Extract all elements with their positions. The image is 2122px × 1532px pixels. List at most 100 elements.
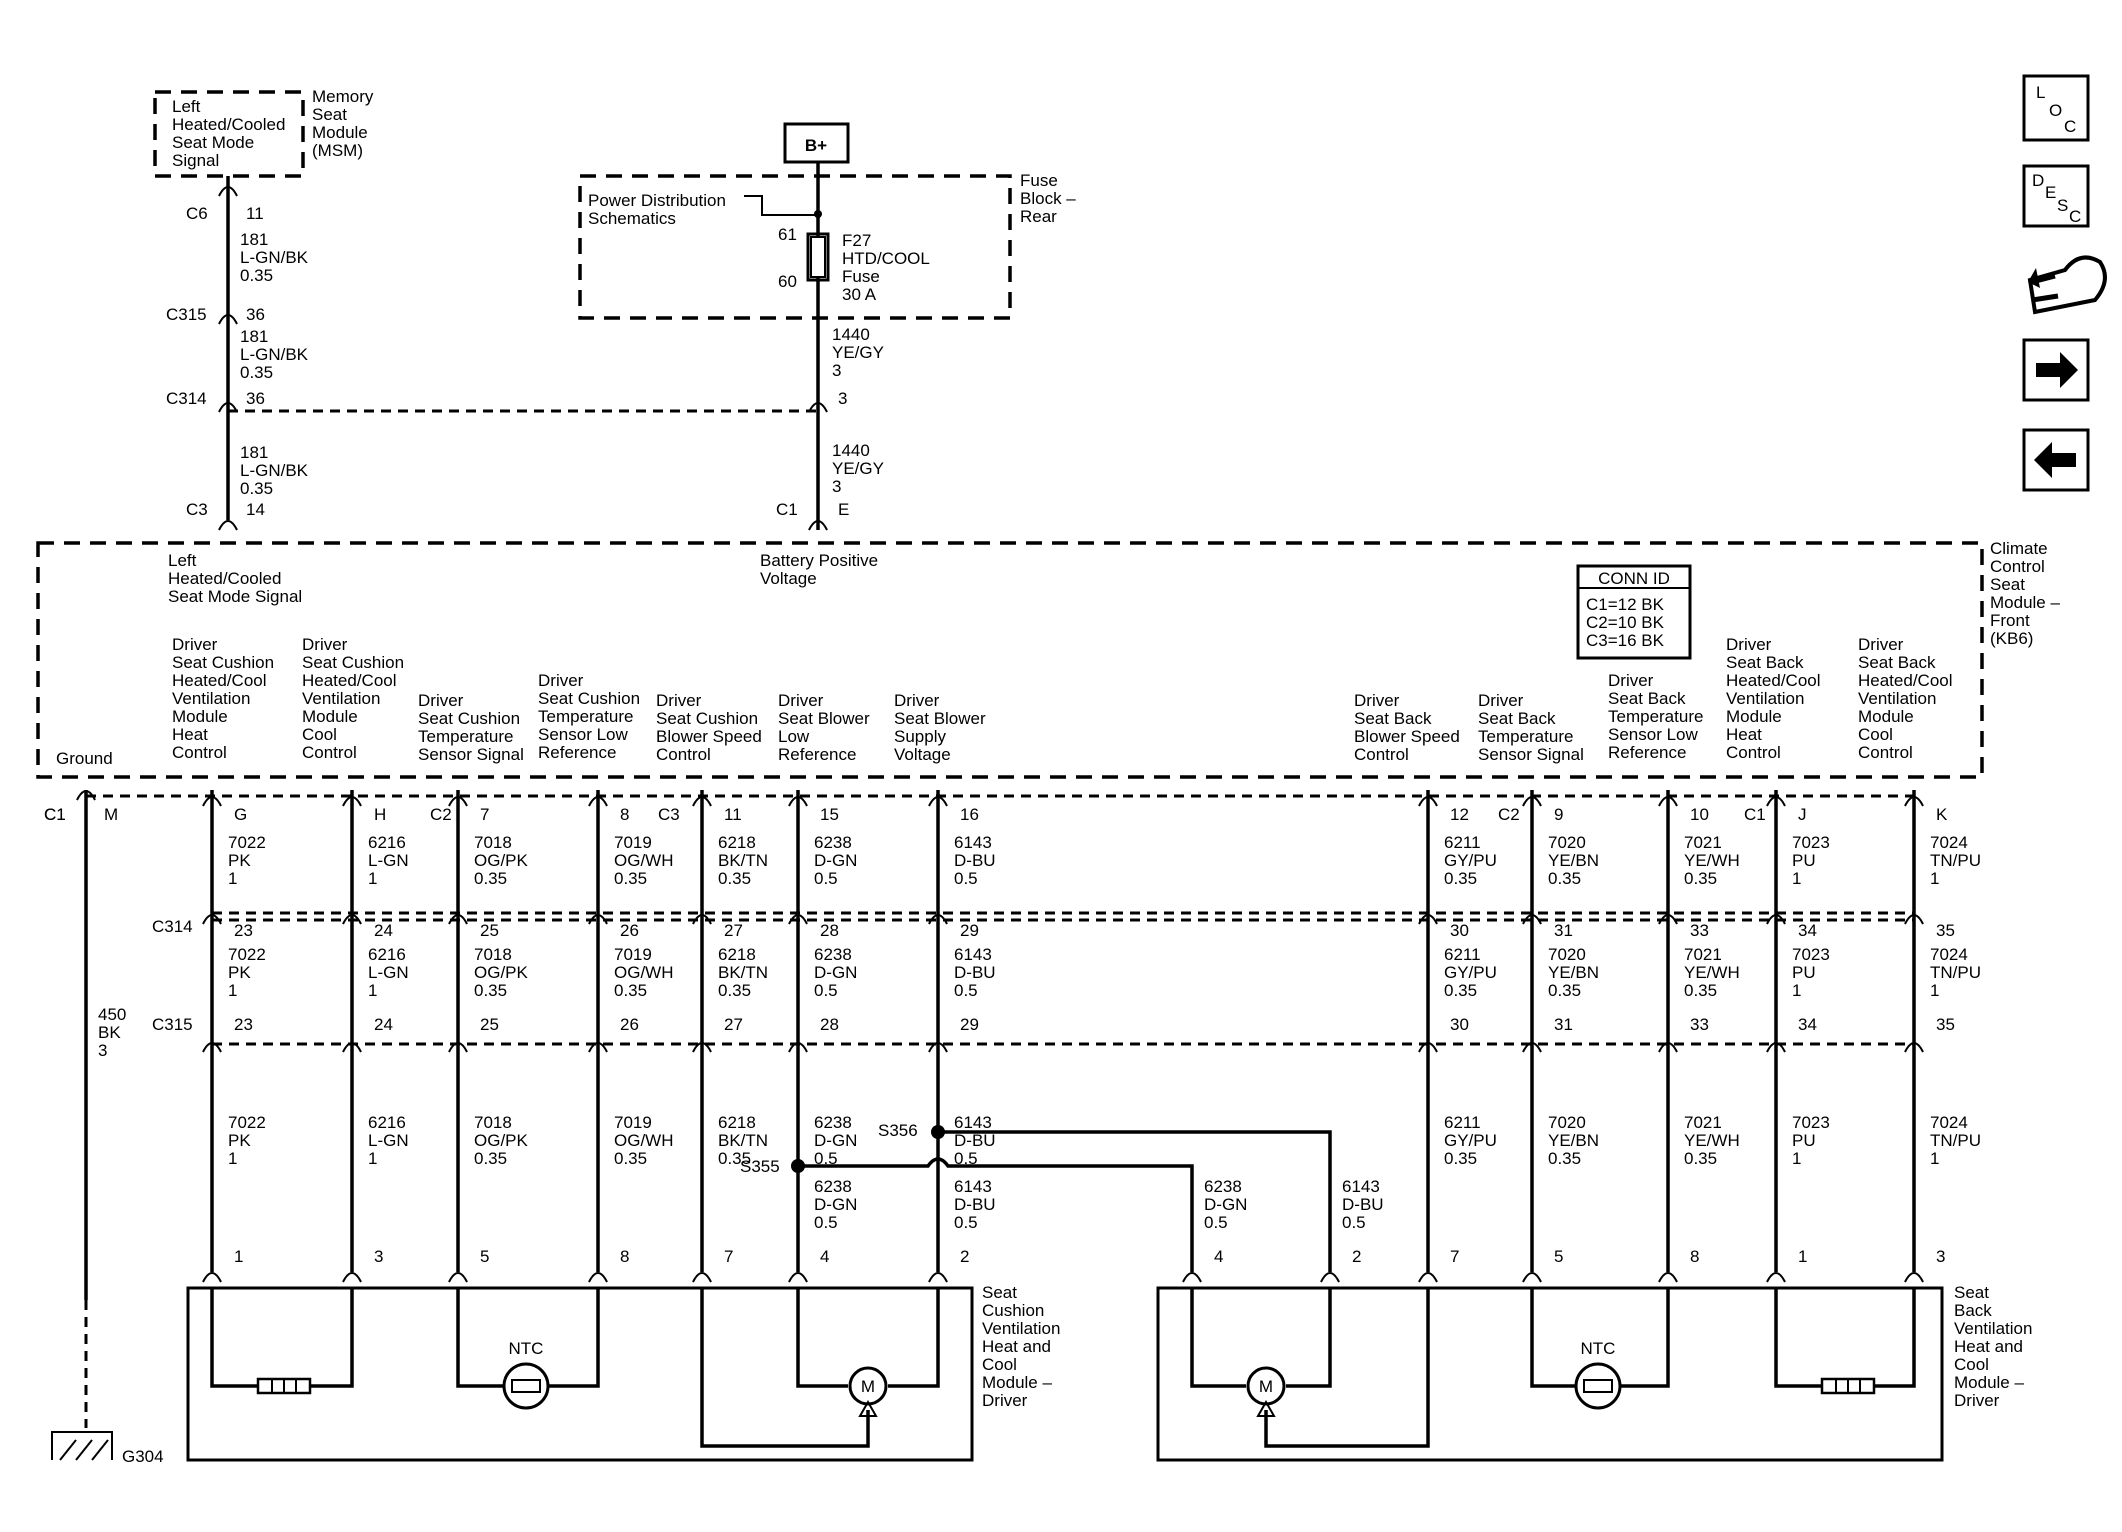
msm-box-text-line-3: Signal: [172, 151, 219, 170]
row2-p8-line-0: 7019: [614, 945, 652, 964]
row3-p11-line-1: BK/TN: [718, 1131, 768, 1150]
pin-c315-j: [1766, 1042, 1786, 1053]
desc-letter-d: D: [2032, 171, 2044, 190]
wire-6238-back-line-0: 6238: [1204, 1177, 1242, 1196]
wire-1440-b-line-2: 3: [832, 477, 841, 496]
wire-6238-back-line-1: D-GN: [1204, 1195, 1247, 1214]
location-button[interactable]: L O C: [2022, 74, 2090, 142]
func-p8-line-0: Driver: [538, 671, 584, 690]
func-j-line-6: Control: [1726, 743, 1781, 762]
row3-p11-line-0: 6218: [718, 1113, 756, 1132]
ccsm-module-text-line-1: Control: [1990, 557, 2045, 576]
func-p7-line-2: Temperature: [418, 727, 513, 746]
ground-hatch-3: [91, 1439, 109, 1461]
mod-pin-p8: 8: [620, 1247, 629, 1266]
row3-p15-line-2: 0.5: [814, 1149, 838, 1168]
desc-letter-e: E: [2045, 183, 2056, 202]
top-pin-h: H: [374, 805, 386, 824]
c6-label: C6: [186, 204, 208, 223]
wire-181-c-line-0: 181: [240, 443, 268, 462]
fuse-pin-60: 60: [778, 272, 797, 291]
previous-page-button[interactable]: [2022, 428, 2090, 492]
c2-row-label-a: C2: [430, 805, 452, 824]
mod-pin-p15: 4: [820, 1247, 829, 1266]
wire-450-line-0: 450: [98, 1005, 126, 1024]
loc-letter-o: O: [2049, 101, 2062, 120]
pin-top-p8: [588, 796, 608, 807]
func-p11-line-3: Control: [656, 745, 711, 764]
p314-p10: 33: [1690, 921, 1709, 940]
pin-c315-h: [342, 1042, 362, 1053]
row3-p7-line-0: 7018: [474, 1113, 512, 1132]
row2-g-line-1: PK: [228, 963, 251, 982]
top-pin-g: G: [234, 805, 247, 824]
func-p8-line-4: Reference: [538, 743, 616, 762]
pin-mod-p8: [588, 1272, 608, 1283]
pin-top-p7: [448, 796, 468, 807]
wire-181-b-line-1: L-GN/BK: [240, 345, 309, 364]
ground-symbol-frame: [51, 1431, 113, 1460]
func-j-line-0: Driver: [1726, 635, 1772, 654]
c1-row-label-b: C1: [1744, 805, 1766, 824]
row1-j-line-2: 1: [1792, 869, 1801, 888]
row2-p10-line-2: 0.35: [1684, 981, 1717, 1000]
func-k-line-6: Control: [1858, 743, 1913, 762]
row2-p8-line-2: 0.35: [614, 981, 647, 1000]
wire-6143-back-line-1: D-BU: [1342, 1195, 1384, 1214]
cushion-motor-right: [888, 1288, 940, 1388]
pin-top-k: [1904, 796, 1924, 807]
p315-j: 34: [1798, 1015, 1817, 1034]
row1-g-line-2: 1: [228, 869, 237, 888]
func-p10-line-2: Temperature: [1608, 707, 1703, 726]
top-pin-j: J: [1798, 805, 1807, 824]
pin-top-g: [202, 796, 222, 807]
mod-pin-p12: 7: [1450, 1247, 1459, 1266]
row2-p8-line-1: OG/WH: [614, 963, 674, 982]
func-g-line-1: Seat Cushion: [172, 653, 274, 672]
p315-p12: 30: [1450, 1015, 1469, 1034]
row3-k-line-0: 7024: [1930, 1113, 1968, 1132]
row1-p11-line-1: BK/TN: [718, 851, 768, 870]
conn-id-title: CONN ID: [1598, 569, 1670, 588]
pin-top-p15: [788, 796, 808, 807]
row1-p16-line-0: 6143: [954, 833, 992, 852]
back-module-text-line-6: Driver: [1954, 1391, 2000, 1410]
func-p15-line-3: Reference: [778, 745, 856, 764]
cushion-module-box: [186, 1286, 974, 1462]
cushion-ntc-label: NTC: [509, 1339, 544, 1358]
row2-k-line-1: TN/PU: [1930, 963, 1981, 982]
fuse-block-text-line-2: Rear: [1020, 207, 1057, 226]
c315-pin-number-left: 36: [246, 305, 265, 324]
p315-p7: 25: [480, 1015, 499, 1034]
row2-p15-line-1: D-GN: [814, 963, 857, 982]
top-pin-p10: 10: [1690, 805, 1709, 824]
pin-mod-k: [1904, 1272, 1924, 1283]
row3-p10-line-1: YE/WH: [1684, 1131, 1740, 1150]
top-pin-k: K: [1936, 805, 1948, 824]
back-module-text-line-3: Heat and: [1954, 1337, 2023, 1356]
p315-p16: 29: [960, 1015, 979, 1034]
next-page-button[interactable]: [2022, 338, 2090, 402]
row3-p7-line-2: 0.35: [474, 1149, 507, 1168]
top-pin-p11: 11: [724, 805, 742, 824]
row1-p16-line-2: 0.5: [954, 869, 978, 888]
pds-text-line-0: Power Distribution: [588, 191, 726, 210]
mod-pin-p16: 2: [960, 1247, 969, 1266]
func-h-line-5: Cool: [302, 725, 337, 744]
row4-p16-line-1: D-BU: [954, 1195, 996, 1214]
c3-pin-14: [218, 520, 238, 531]
p314-p15: 28: [820, 921, 839, 940]
func-p9-line-1: Seat Back: [1478, 709, 1556, 728]
pin-mod-p16: [928, 1272, 948, 1283]
row1-h-line-0: 6216: [368, 833, 406, 852]
pin-top-h: [342, 796, 362, 807]
row3-p8-line-0: 7019: [614, 1113, 652, 1132]
ccsm-left-signal-text-line-0: Left: [168, 551, 197, 570]
row2-h-line-1: L-GN: [368, 963, 409, 982]
func-h-line-2: Heated/Cool: [302, 671, 397, 690]
row3-p9-line-0: 7020: [1548, 1113, 1586, 1132]
troubleshooting-icon[interactable]: [2027, 255, 2107, 315]
ccsm-battery-text-line-0: Battery Positive: [760, 551, 878, 570]
description-button[interactable]: D E S C: [2022, 164, 2090, 228]
row1-p8-line-2: 0.35: [614, 869, 647, 888]
